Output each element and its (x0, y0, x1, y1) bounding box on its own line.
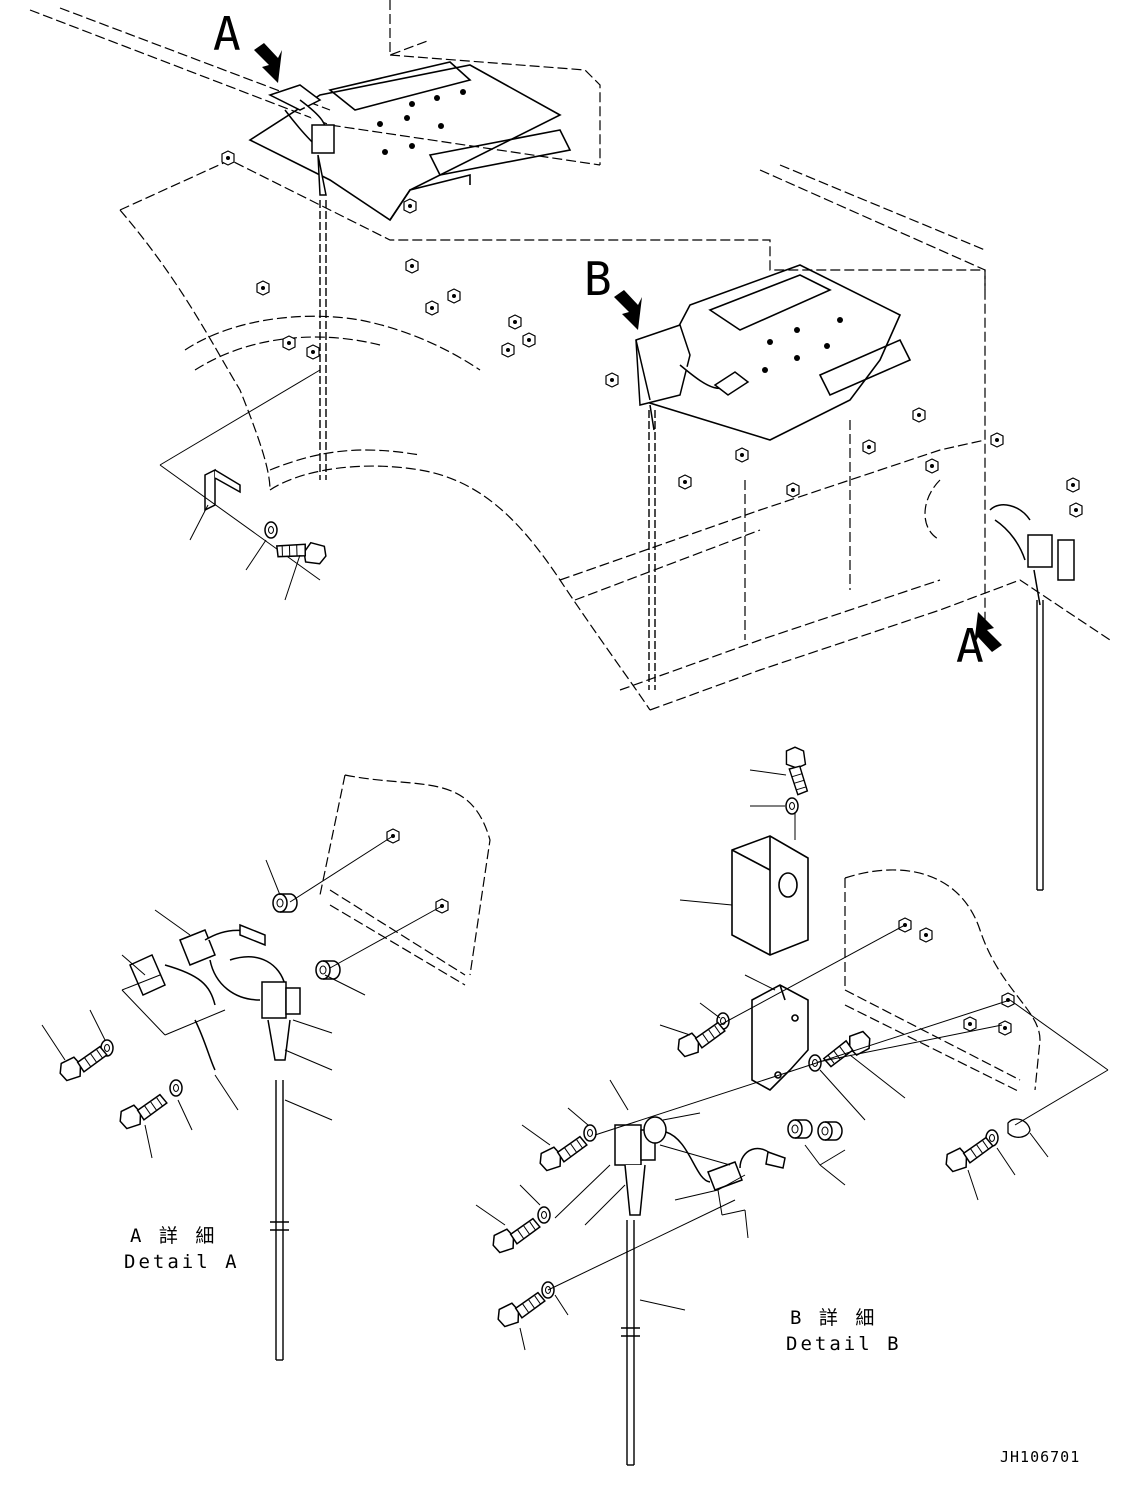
detail-a-frame-outline (319, 774, 491, 986)
detail-b-leaders (475, 769, 1109, 1351)
detail-a-title-en: Detail A (124, 1251, 240, 1273)
drawing-number: JH106701 (1000, 1448, 1080, 1466)
antenna-rod-hidden-1 (319, 200, 327, 480)
middle-platform-plate (638, 264, 912, 441)
detail-b-parts (488, 746, 1031, 1466)
bracket-main (204, 468, 241, 512)
detail-a-leaders (41, 835, 443, 1159)
upper-platform-plate (248, 61, 572, 222)
platform-holes-middle (762, 317, 843, 373)
leader-line (159, 464, 321, 581)
washer-part (264, 521, 278, 539)
detail-a-parts (55, 828, 449, 1361)
detail-b-title-en: Detail B (786, 1333, 902, 1355)
detail-a-title-jp: A 詳 細 (130, 1225, 217, 1247)
platform-holes-upper (377, 89, 466, 155)
detail-b-title-jp: B 詳 細 (790, 1307, 877, 1329)
machine-frame-outline (29, 0, 1111, 711)
sensor-assembly-a-top (268, 84, 335, 196)
callout-label-a-right: A (956, 619, 984, 673)
callout-label-b: B (584, 252, 612, 306)
detail-b-frame-outline (844, 869, 1041, 1093)
callout-arrow-a-top (254, 43, 282, 83)
callout-arrow-b (614, 290, 642, 330)
callout-label-a-top: A (213, 7, 241, 61)
part-leaders-main (189, 504, 301, 601)
sensor-assembly-b-mid (635, 324, 750, 431)
antenna-rod-right (1036, 600, 1044, 891)
leader-line (159, 369, 321, 466)
sensor-assembly-a-right (989, 504, 1075, 606)
bolt-part (273, 533, 329, 570)
antenna-rod-hidden-2 (648, 410, 656, 690)
